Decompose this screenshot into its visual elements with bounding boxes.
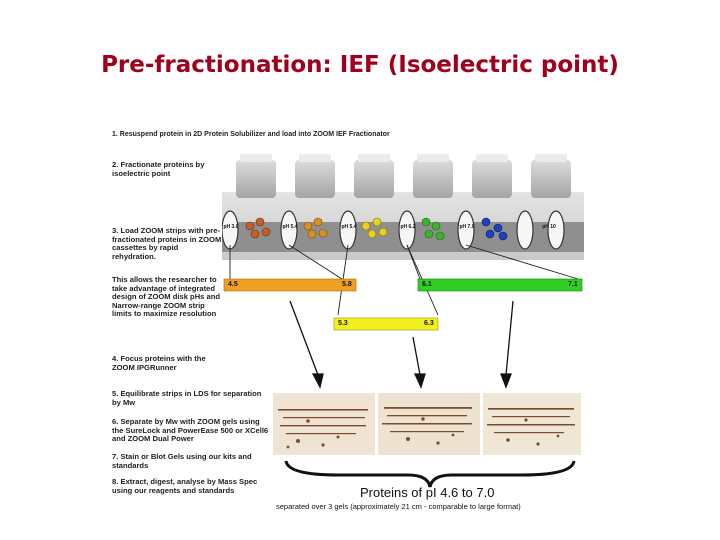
strip-1-end-label: 5.8 [342,281,352,288]
protein-dots-fraction-5 [481,217,508,241]
protein-dots-fraction-1 [245,217,271,239]
gel-images [273,393,581,455]
workflow-graphics [223,244,583,488]
strip-bar-2 [417,278,583,292]
arrows [289,300,514,389]
membrane-ph-label-5: pH 7.0 [459,224,475,230]
gel-caption-detail: separated over 3 gels (approximately 21 … [276,502,521,511]
step-6: 6. Separate by Mw with ZOOM gels using t… [112,417,269,444]
strip-2-start-label: 6.1 [422,281,432,288]
step-7: 7. Stain or Blot Gels using our kits and… [112,452,252,470]
membrane-ph-label-1: pH 3.0 [223,224,239,230]
membrane-ph-label-6: pH 10 [542,224,556,230]
membrane-ph-label-3: pH 5.4 [341,224,357,230]
slide-title: Pre-fractionation: IEF (Isoelectric poin… [101,52,619,78]
gel-caption: Proteins of pI 4.6 to 7.0 [360,485,495,500]
strip-bar-1 [223,278,357,292]
ief-workflow-figure: 1. Resuspend protein in 2D Protein Solub… [108,125,584,515]
fractionator-caps [236,154,571,198]
step-4: 4. Focus proteins with the ZOOM IPGRunne… [112,354,206,372]
membrane-ph-label-4: pH 6.2 [400,224,416,230]
fractionation-membranes [222,210,565,250]
strip-2-end-label: 7.1 [568,281,578,288]
strip-3-end-label: 6.3 [424,320,434,327]
protein-dots-fraction-2 [303,217,328,239]
step-3: 3. Load ZOOM strips with pre-fractionate… [112,226,222,261]
step-5: 5. Equilibrate strips in LDS for separat… [112,389,262,407]
step-2: 2. Fractionate proteins by isoelectric p… [112,160,205,178]
strip-bar-3 [333,317,439,331]
strip-3-start-label: 5.3 [338,320,348,327]
zoom-ief-fractionator-image [222,154,584,260]
step-1: 1. Resuspend protein in 2D Protein Solub… [112,131,390,138]
step-8: 8. Extract, digest, analyse by Mass Spec… [112,477,258,495]
protein-dots-fraction-3 [361,217,388,239]
membrane-ph-label-2: pH 5.4 [282,224,298,230]
curly-brace [284,460,576,488]
step-3-note: This allows the researcher to take advan… [112,275,221,319]
protein-dots-fraction-4 [421,217,445,241]
strip-1-start-label: 4.5 [228,281,238,288]
